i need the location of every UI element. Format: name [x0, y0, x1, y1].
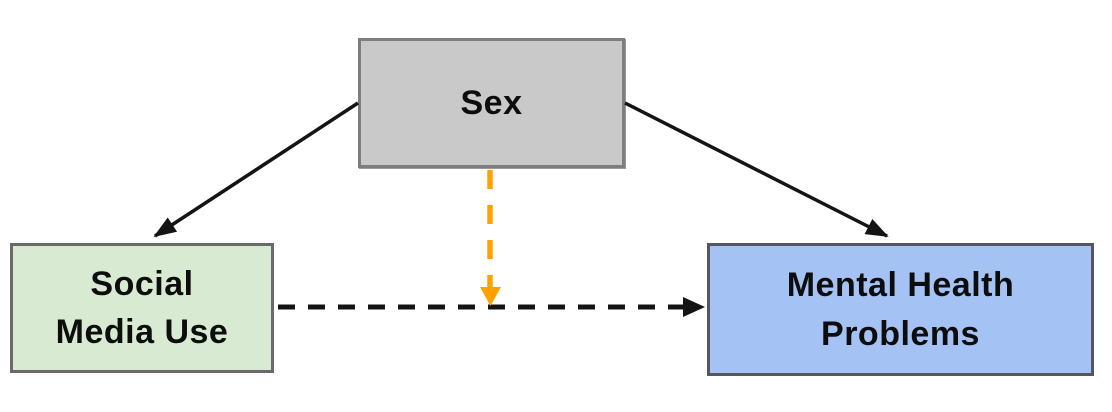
sex-to-social-media-arrow — [153, 101, 359, 238]
predictor-node-social-media-use: Social Media Use — [10, 243, 274, 373]
social-media-to-mental-health-arrowhead — [683, 297, 705, 317]
sex-to-mental-health-arrow — [624, 101, 889, 238]
outcome-node-label: Mental Health Problems — [786, 266, 1015, 353]
moderator-node-sex: Sex — [358, 38, 625, 168]
outcome-node-mental-health-problems: Mental Health Problems — [707, 243, 1094, 376]
moderator-node-label: Sex — [460, 83, 523, 122]
predictor-node-label: Social Media Use — [55, 264, 229, 351]
moderation-arrowhead — [480, 287, 501, 306]
